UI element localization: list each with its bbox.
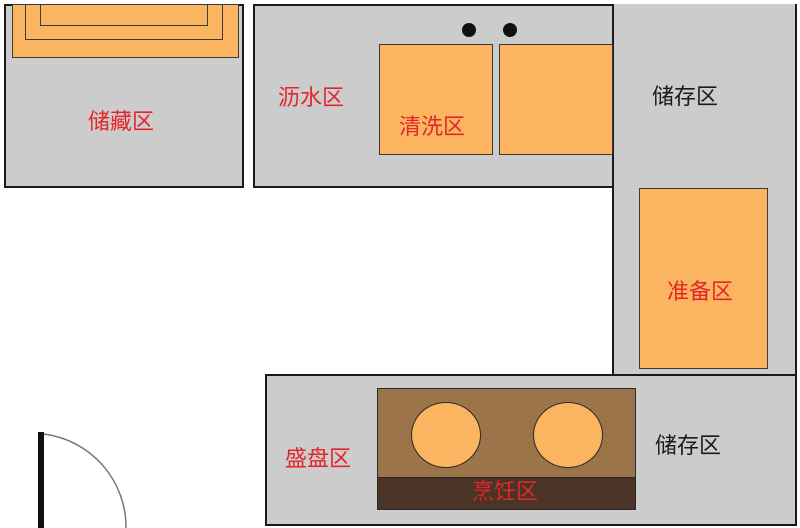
zone-label-prep: 准备区 — [667, 280, 734, 305]
knob-icon — [462, 23, 476, 37]
storage-shelf-innermost — [40, 4, 208, 26]
burner-icon — [411, 402, 481, 468]
sink-basin-right — [499, 44, 613, 155]
zone-label-cooking: 烹饪区 — [472, 480, 539, 505]
zone-label-storage-top-right: 储存区 — [652, 85, 719, 110]
zone-label-storage-left: 储藏区 — [88, 110, 155, 135]
sink-basin-left — [379, 44, 493, 155]
storage-shelf-outer — [12, 4, 239, 58]
zone-label-drain: 沥水区 — [278, 86, 345, 111]
stove-base — [377, 477, 636, 510]
knob-icon — [503, 23, 517, 37]
burner-icon — [533, 402, 603, 468]
zone-label-storage-bottom-right: 储存区 — [655, 434, 722, 459]
zone-label-plating: 盛盘区 — [285, 447, 352, 472]
door-arc — [43, 433, 127, 528]
prep-area — [639, 188, 768, 369]
counter-seam-bottom — [614, 376, 795, 524]
storage-shelf-inner — [25, 4, 223, 40]
counter-seam-top — [614, 6, 795, 187]
zone-label-wash: 清洗区 — [399, 115, 466, 140]
door-leaf — [38, 432, 44, 528]
